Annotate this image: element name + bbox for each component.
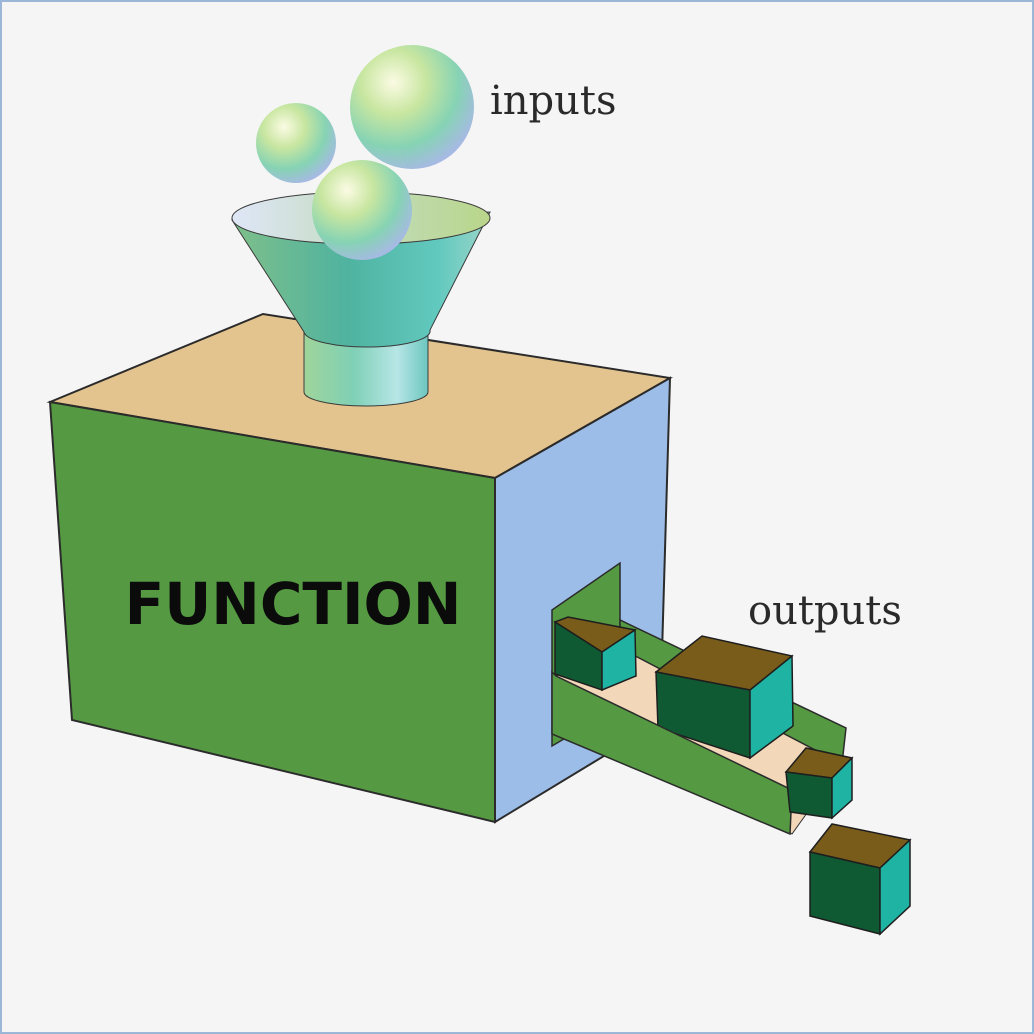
function-label: FUNCTION	[125, 570, 462, 638]
cube-icon	[784, 747, 854, 820]
cube-icon	[654, 635, 794, 760]
sphere-icon	[256, 103, 336, 183]
outputs-label: outputs	[748, 588, 902, 634]
sphere-icon	[312, 160, 412, 260]
inputs-label: inputs	[490, 78, 617, 124]
funnel-cone	[231, 211, 491, 348]
box-front-face	[48, 400, 496, 824]
sphere-icon	[350, 45, 474, 169]
cube-icon	[553, 616, 637, 692]
cube-icon	[808, 823, 912, 936]
input-spheres	[256, 45, 474, 260]
